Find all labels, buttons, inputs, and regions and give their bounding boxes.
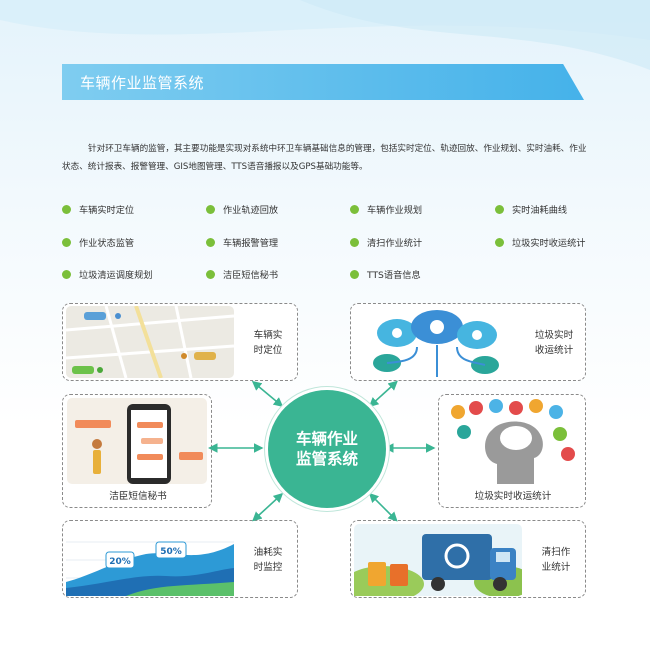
garbage-truck-illustration <box>354 524 522 596</box>
bullet-dot <box>350 237 359 247</box>
feature-item: 车辆报警管理 <box>206 235 278 249</box>
card-label-vehicle-location: 车辆实 时定位 <box>253 330 283 356</box>
bullet-dot <box>62 237 71 247</box>
bullet-dot <box>495 204 504 214</box>
fuel-badge-20: 20% <box>109 557 131 567</box>
feature-item: 洁臣短信秘书 <box>206 267 278 281</box>
intro-paragraph: 针对环卫车辆的监管，其主要功能是实现对系统中环卫车辆基础信息的管理，包括实时定位… <box>62 144 587 172</box>
card-garbage-cloud: 垃圾实时 收运统计 <box>350 303 586 381</box>
title-banner: 车辆作业监管系统 <box>62 64 584 100</box>
feature-item: TTS语音信息 <box>350 267 421 281</box>
cloud-network-illustration <box>373 310 499 377</box>
smartphone-illustration <box>67 398 207 484</box>
feature-item: 垃圾实时收运统计 <box>495 235 586 249</box>
center-system-circle: 车辆作业 监管系统 <box>268 390 386 508</box>
brain-head-illustration <box>442 398 582 484</box>
card-label-sweep-stats: 清扫作 业统计 <box>541 547 571 573</box>
page-title: 车辆作业监管系统 <box>80 74 205 92</box>
card-fuel-monitoring: 20% 50% 油耗实 时监控 <box>62 520 298 598</box>
bullet-dot <box>206 237 215 247</box>
map-illustration <box>66 306 234 378</box>
arrow-to-garbage-cloud <box>368 380 398 408</box>
feature-item: 车辆作业规划 <box>350 202 422 216</box>
bullet-dot <box>495 237 504 247</box>
feature-item: 作业状态监管 <box>62 235 134 249</box>
card-label-fuel-monitoring: 油耗实 时监控 <box>253 547 283 573</box>
bullet-dot <box>350 204 359 214</box>
arrow-to-fuel <box>252 492 284 522</box>
feature-item: 作业轨迹回放 <box>206 202 278 216</box>
feature-list: 车辆实时定位 作业轨迹回放 车辆作业规划 实时油耗曲线 作业状态监管 车辆报警管… <box>62 202 602 292</box>
fuel-badge-50: 50% <box>160 547 182 557</box>
arrow-to-sweep <box>368 492 398 522</box>
bullet-dot <box>350 269 359 279</box>
feature-item: 实时油耗曲线 <box>495 202 567 216</box>
card-vehicle-location: 车辆实 时定位 <box>62 303 298 381</box>
bullet-dot <box>62 269 71 279</box>
card-sweep-stats: 清扫作 业统计 <box>350 520 586 598</box>
bullet-dot <box>206 204 215 214</box>
card-label-garbage-cloud: 垃圾实时 收运统计 <box>534 330 574 356</box>
bullet-dot <box>62 204 71 214</box>
fuel-chart-illustration: 20% 50% <box>66 524 234 596</box>
card-label-sms-secretary: 洁臣短信秘书 <box>109 491 167 502</box>
card-label-garbage-stats: 垃圾实时收运统计 <box>474 491 552 502</box>
arrow-to-location <box>251 380 284 408</box>
card-garbage-stats: 垃圾实时收运统计 <box>438 394 586 508</box>
feature-item: 清扫作业统计 <box>350 235 422 249</box>
feature-item: 车辆实时定位 <box>62 202 134 216</box>
bullet-dot <box>206 269 215 279</box>
card-sms-secretary: 洁臣短信秘书 <box>62 394 212 508</box>
feature-item: 垃圾清运调度规划 <box>62 267 153 281</box>
